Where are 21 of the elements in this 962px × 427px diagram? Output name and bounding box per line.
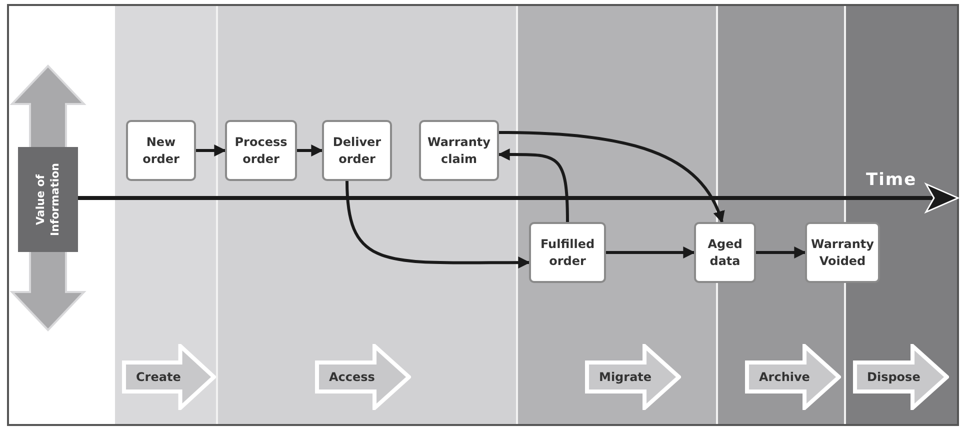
arrow	[498, 148, 569, 222]
phase-arrow: Access	[315, 344, 411, 410]
arrow	[606, 246, 696, 258]
phase-arrow: Archive	[745, 344, 841, 410]
phase-arrow: Dispose	[853, 344, 949, 410]
phase-arrow: Create	[122, 344, 216, 410]
process-box: Fulfilled order	[529, 222, 606, 283]
value-box: Value of Information	[18, 147, 78, 252]
axis-label: Time	[866, 170, 917, 190]
process-box: Aged data	[694, 222, 756, 283]
process-box: New order	[126, 120, 196, 181]
phase-arrow: Migrate	[585, 344, 681, 410]
process-box: Warranty claim	[419, 120, 499, 181]
arrow	[196, 144, 226, 156]
process-box: Warranty Voided	[805, 222, 880, 283]
process-box: Deliver order	[322, 120, 392, 181]
arrow	[498, 131, 724, 224]
process-box: Process order	[225, 120, 297, 181]
arrow	[756, 246, 806, 258]
arrow	[297, 144, 324, 156]
arrow	[346, 180, 530, 269]
